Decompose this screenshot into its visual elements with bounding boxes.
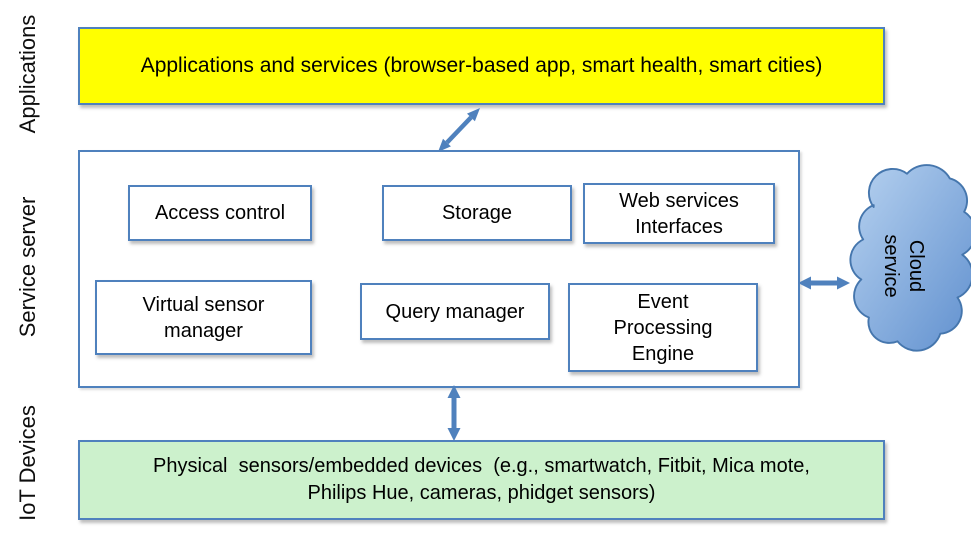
component-label: Query manager: [385, 300, 525, 323]
component-virtual-sensor-manager: Virtual sensor manager: [95, 280, 312, 355]
component-web-services-interfaces: Web services Interfaces: [583, 183, 775, 244]
physical-devices-text-line2: Philips Hue, cameras, phidget sensors): [307, 482, 656, 504]
component-event-processing-engine: Event Processing Engine: [568, 283, 758, 372]
component-label: Virtual sensor manager: [142, 293, 265, 342]
cloud-icon: [849, 164, 975, 352]
component-label: Access control: [154, 202, 286, 224]
component-label: Web services Interfaces: [619, 189, 739, 238]
physical-devices-text-line1: Physical sensors/embedded devices (e.g.,…: [153, 455, 810, 477]
applications-services-box: Applications and services (browser-based…: [78, 27, 885, 105]
layer-label-service-server: Service server: [15, 196, 40, 338]
cloud-service-label: Cloud service: [878, 234, 928, 297]
service-iot-arrow: [447, 385, 461, 441]
component-query-manager: Query manager: [360, 283, 550, 340]
service-server-box: Access control Storage Web services Inte…: [78, 150, 800, 388]
apps-service-arrow: [438, 108, 480, 152]
cloud-service-shape: Cloud service: [843, 148, 975, 388]
physical-devices-box: Physical sensors/embedded devices (e.g.,…: [78, 440, 885, 520]
layer-label-iot-devices: IoT Devices: [15, 405, 40, 521]
applications-services-text: Applications and services (browser-based…: [140, 54, 823, 77]
component-storage: Storage: [382, 185, 572, 241]
layer-label-applications: Applications: [15, 14, 40, 134]
component-label: Storage: [441, 202, 513, 224]
component-access-control: Access control: [128, 185, 312, 241]
cloud-label-line1: Cloud: [905, 239, 927, 293]
service-cloud-arrow: [798, 276, 850, 290]
component-label: Event Processing Engine: [613, 290, 713, 365]
cloud-label-line2: service: [880, 234, 902, 298]
